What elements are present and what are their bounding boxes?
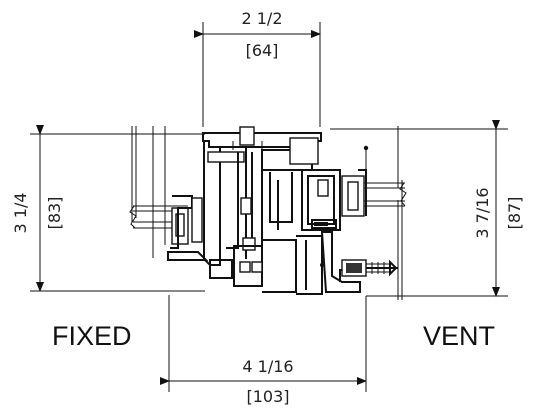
fixed-glass-pane [129, 205, 189, 245]
fixed-frame-reference-lines [131, 126, 166, 258]
bottom-width-dimension: 4 1/16 [103] [160, 295, 367, 406]
vent-glass-pane [341, 145, 407, 217]
vent-frame-reference-lines [397, 126, 403, 300]
profile-top-cap-notch [239, 126, 255, 146]
top-width-dimension: 2 1/2 [64] [194, 9, 321, 127]
bottom-width-imperial: 4 1/16 [242, 357, 293, 376]
frame-profile [167, 126, 361, 295]
top-width-metric: [64] [246, 41, 279, 60]
top-width-imperial: 2 1/2 [241, 9, 282, 28]
right-height-metric: [87] [505, 197, 524, 230]
profile-vent-bottom [320, 231, 361, 293]
vent-label: VENT [423, 321, 495, 351]
bottom-width-metric: [103] [246, 387, 289, 406]
profile-lower-chamber [233, 245, 263, 287]
profile-fixed-bead [170, 195, 193, 249]
vent-operator-hardware [341, 259, 398, 277]
right-height-dimension: 3 7/16 [87] [330, 120, 524, 297]
fixed-label: FIXED [52, 321, 132, 351]
left-height-metric: [83] [45, 197, 64, 230]
right-height-imperial: 3 7/16 [473, 187, 492, 238]
left-height-imperial: 3 1/4 [11, 192, 30, 233]
profile-vent-sash [301, 169, 341, 231]
left-height-dimension: 3 1/4 [83] [11, 125, 205, 292]
